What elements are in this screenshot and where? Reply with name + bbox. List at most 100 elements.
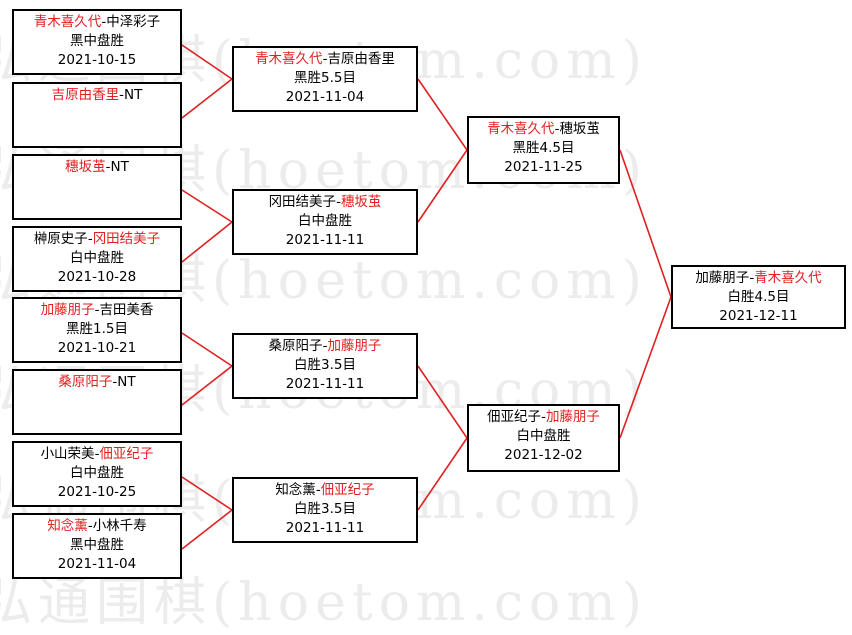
match-date <box>14 196 180 215</box>
match-players: 加藤朋子-青木喜久代 <box>673 269 844 288</box>
match-date: 2021-10-28 <box>57 269 137 285</box>
player-2: 小林千寿 <box>92 518 147 534</box>
match-result: 黑胜1.5目 <box>66 321 128 337</box>
player-2: 青木喜久代 <box>754 270 822 286</box>
match-date: 2021-11-25 <box>504 159 583 175</box>
match-players: 桑原阳子-加藤朋子 <box>234 337 416 356</box>
match-players: 冈田结美子-穗坂茧 <box>234 193 416 212</box>
match-result <box>14 105 180 124</box>
match-result <box>14 392 180 411</box>
player-separator: - <box>105 159 111 175</box>
match-date: 2021-11-04 <box>57 556 137 572</box>
player-2: 中泽彩子 <box>106 14 161 30</box>
match-date: 2021-10-21 <box>57 340 137 356</box>
match-box-r1m6: 桑原阳子-NT <box>12 369 182 435</box>
bracket-connectors <box>181 44 672 550</box>
player-1: 桑原阳子 <box>268 338 323 354</box>
player-2: 吉原由香里 <box>327 51 395 67</box>
match-date: 2021-11-11 <box>285 376 365 392</box>
player-2: NT <box>117 374 136 390</box>
match-players: 知念薰-小林千寿 <box>14 517 180 536</box>
match-players: 桑原阳子-NT <box>14 373 180 392</box>
match-date: 2021-10-15 <box>57 52 137 68</box>
player-2: 穗坂茧 <box>559 121 600 137</box>
match-players: 青木喜久代-吉原由香里 <box>234 50 416 69</box>
match-result: 白胜3.5目 <box>294 357 356 373</box>
player-1: 青木喜久代 <box>487 121 555 137</box>
player-2: 加藤朋子 <box>327 338 382 354</box>
player-1: 青木喜久代 <box>33 14 102 30</box>
match-result: 黑中盘胜 <box>70 33 124 49</box>
player-separator: - <box>322 338 328 354</box>
player-2: NT <box>110 159 129 175</box>
connector-r2m3-r3m2 <box>417 365 468 439</box>
player-1: 青木喜久代 <box>255 51 323 67</box>
match-players: 青木喜久代-穗坂茧 <box>469 120 618 139</box>
player-1: 佃亚纪子 <box>487 409 542 425</box>
player-1: 知念薰 <box>275 482 316 498</box>
match-date: 2021-11-11 <box>285 232 365 248</box>
match-result: 白胜4.5目 <box>727 289 790 305</box>
match-box-r1m7: 小山荣美-佃亚纪子白中盘胜 2021-10-25 <box>12 441 182 507</box>
match-result: 白胜3.5目 <box>294 501 356 517</box>
player-separator: - <box>87 231 93 247</box>
match-date: 2021-10-25 <box>57 484 137 500</box>
match-players: 榊原史子-冈田结美子 <box>14 230 180 249</box>
player-1: 冈田结美子 <box>268 194 337 210</box>
match-date <box>14 411 180 430</box>
match-players: 小山荣美-佃亚纪子 <box>14 445 180 464</box>
player-2: 佃亚纪子 <box>320 482 375 498</box>
match-result: 黑胜5.5目 <box>294 70 356 86</box>
match-result: 黑胜4.5目 <box>512 140 575 156</box>
match-date: 2021-11-04 <box>285 89 365 105</box>
player-separator: - <box>94 446 100 462</box>
player-separator: - <box>322 51 328 67</box>
match-date: 2021-12-11 <box>719 308 798 324</box>
match-result: 白中盘胜 <box>70 250 124 266</box>
match-date: 2021-11-11 <box>285 520 365 536</box>
player-separator: - <box>119 87 124 103</box>
player-1: 加藤朋子 <box>695 270 750 286</box>
match-result: 白中盘胜 <box>516 428 571 444</box>
player-2: 穗坂茧 <box>340 194 382 210</box>
connector-r1m3-r2m2 <box>181 189 233 223</box>
connector-r1m5-r2m3 <box>181 332 233 367</box>
match-result: 白中盘胜 <box>70 465 124 481</box>
player-2: 吉田美香 <box>99 302 154 318</box>
player-1: 知念薰 <box>47 518 88 534</box>
player-separator: - <box>315 482 321 498</box>
player-separator: - <box>87 518 93 534</box>
player-2: 佃亚纪子 <box>99 446 154 462</box>
match-players: 吉原由香里-NT <box>14 86 180 105</box>
match-box-r1m4: 榊原史子-冈田结美子白中盘胜 2021-10-28 <box>12 226 182 292</box>
player-separator: - <box>554 121 560 137</box>
match-result <box>14 177 180 196</box>
connector-r3m1-r4m1 <box>619 149 672 298</box>
connector-r2m2-r3m1 <box>417 149 468 223</box>
player-separator: - <box>94 302 100 318</box>
match-players: 加藤朋子-吉田美香 <box>14 301 180 320</box>
match-box-r4m1: 加藤朋子-青木喜久代白胜4.5目 2021-12-11 <box>671 265 846 329</box>
player-1: 加藤朋子 <box>40 302 95 318</box>
match-players: 知念薰-佃亚纪子 <box>234 481 416 500</box>
player-separator: - <box>101 14 107 30</box>
match-date <box>14 124 180 143</box>
player-separator: - <box>112 374 118 390</box>
match-box-r1m2: 吉原由香里-NT <box>12 82 182 148</box>
match-box-r1m3: 穗坂茧-NT <box>12 154 182 220</box>
player-separator: - <box>336 194 341 210</box>
connector-r1m6-r2m3 <box>181 365 233 406</box>
connector-r1m8-r2m4 <box>181 509 233 550</box>
player-separator: - <box>541 409 546 425</box>
player-1: 榊原史子 <box>33 231 88 247</box>
player-1: 吉原由香里 <box>51 87 120 103</box>
connector-r1m1-r2m1 <box>181 44 233 80</box>
